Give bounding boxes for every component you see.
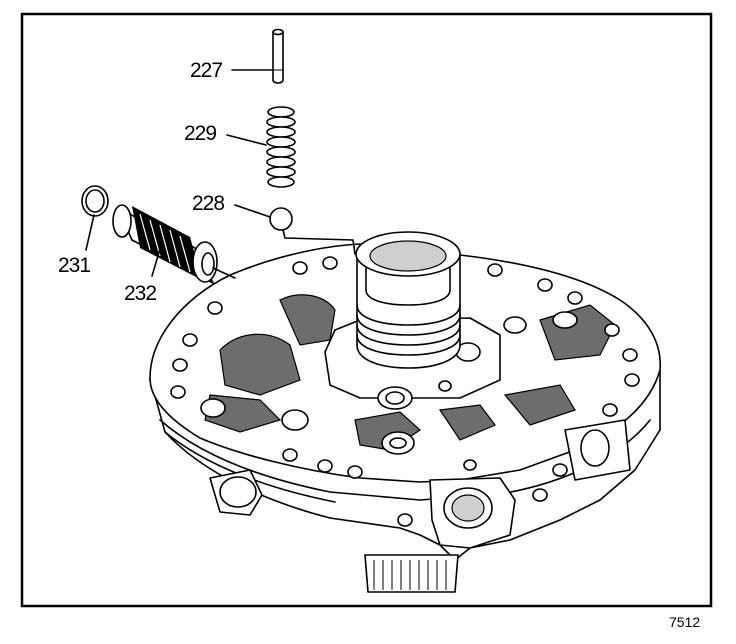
callout-227: 227: [190, 59, 222, 82]
pump-hub: [355, 231, 461, 369]
part-232-filter: [112, 204, 218, 284]
part-228-check-ball: [269, 207, 293, 231]
callout-232: 232: [124, 282, 156, 305]
pump-body: [149, 243, 661, 593]
part-227-pin: [272, 28, 284, 84]
callout-231: 231: [58, 254, 90, 277]
figure-border: [20, 12, 713, 608]
figure-number: 7512: [669, 614, 700, 630]
inner-bolt-holes: [200, 311, 578, 471]
part-229-spring: [266, 106, 296, 188]
rim-bolt-holes: [170, 256, 640, 527]
leader-lines: [85, 69, 356, 279]
callout-228: 228: [192, 192, 224, 215]
part-231-snap-ring: [81, 185, 109, 217]
callout-229: 229: [184, 122, 216, 145]
